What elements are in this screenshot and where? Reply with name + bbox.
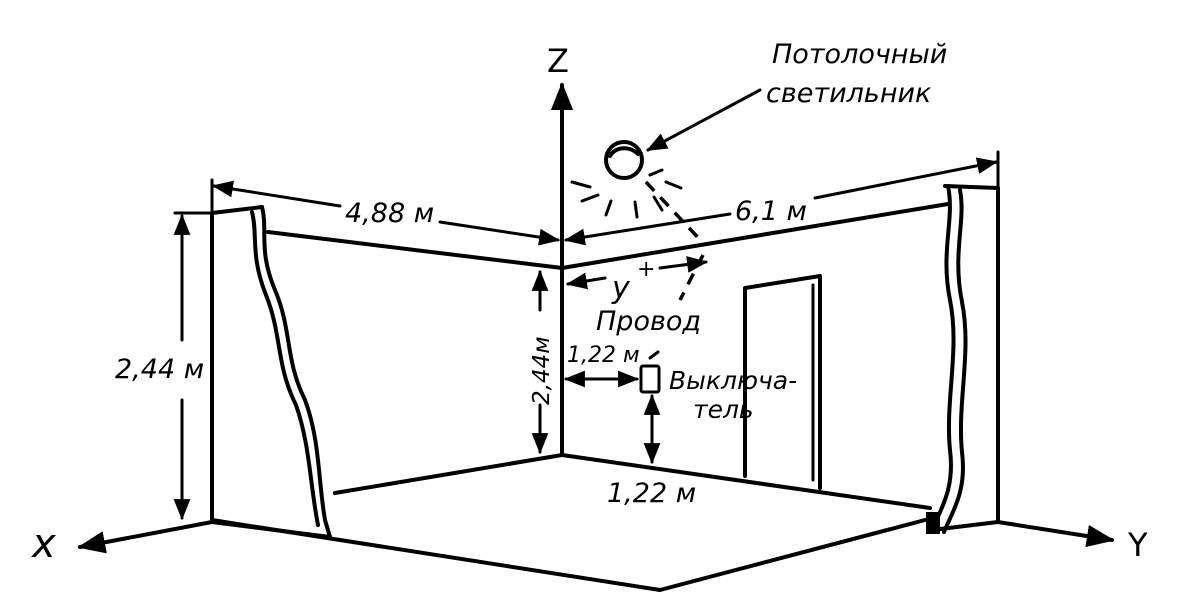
wire-label: Провод — [596, 306, 701, 337]
lamp-icon — [604, 140, 644, 180]
left-wall — [210, 205, 564, 539]
right-wall — [560, 184, 1000, 534]
wire-ceiling-run — [644, 180, 707, 247]
axes: Z x Y — [30, 42, 1148, 567]
y-mark: y — [611, 271, 631, 306]
x-axis-label: x — [30, 521, 56, 567]
switch-distance-label: 1,22 м — [567, 343, 640, 368]
dimension-left-width: 4,88 м — [210, 178, 561, 246]
fixture-label-line1: Потолочный — [772, 39, 947, 70]
fixture-label-line2: светильник — [766, 78, 932, 109]
dimension-right-width: 6,1 м — [563, 150, 1000, 246]
light-rays-icon — [570, 168, 683, 219]
dimension-corner-height: 2,44м — [529, 269, 555, 455]
switch-box-icon — [639, 364, 661, 394]
plus-mark: + — [637, 257, 655, 282]
left-height-label: 2,44 м — [115, 354, 204, 385]
switch: 1,22 м Выключа- тель 1,22 м — [563, 343, 797, 509]
z-axis-label: Z — [547, 42, 569, 80]
switch-label-line2: тель — [693, 395, 754, 424]
switch-height-label: 1,22 м — [607, 478, 696, 509]
x-axis — [77, 520, 214, 554]
right-width-label: 6,1 м — [735, 196, 807, 227]
door — [743, 274, 822, 490]
lamp-socket — [608, 146, 640, 158]
y-axis — [996, 520, 1115, 548]
floor — [210, 453, 932, 592]
left-width-label: 4,88 м — [345, 198, 434, 229]
ceiling-fixture: Потолочный светильник — [570, 39, 947, 219]
corner-height-label: 2,44м — [529, 336, 555, 405]
switch-label-line1: Выключа- — [669, 366, 797, 395]
dimension-left-height: 2,44 м — [115, 211, 212, 521]
wire: y + Провод — [565, 180, 709, 337]
y-axis-label: Y — [1127, 526, 1148, 564]
